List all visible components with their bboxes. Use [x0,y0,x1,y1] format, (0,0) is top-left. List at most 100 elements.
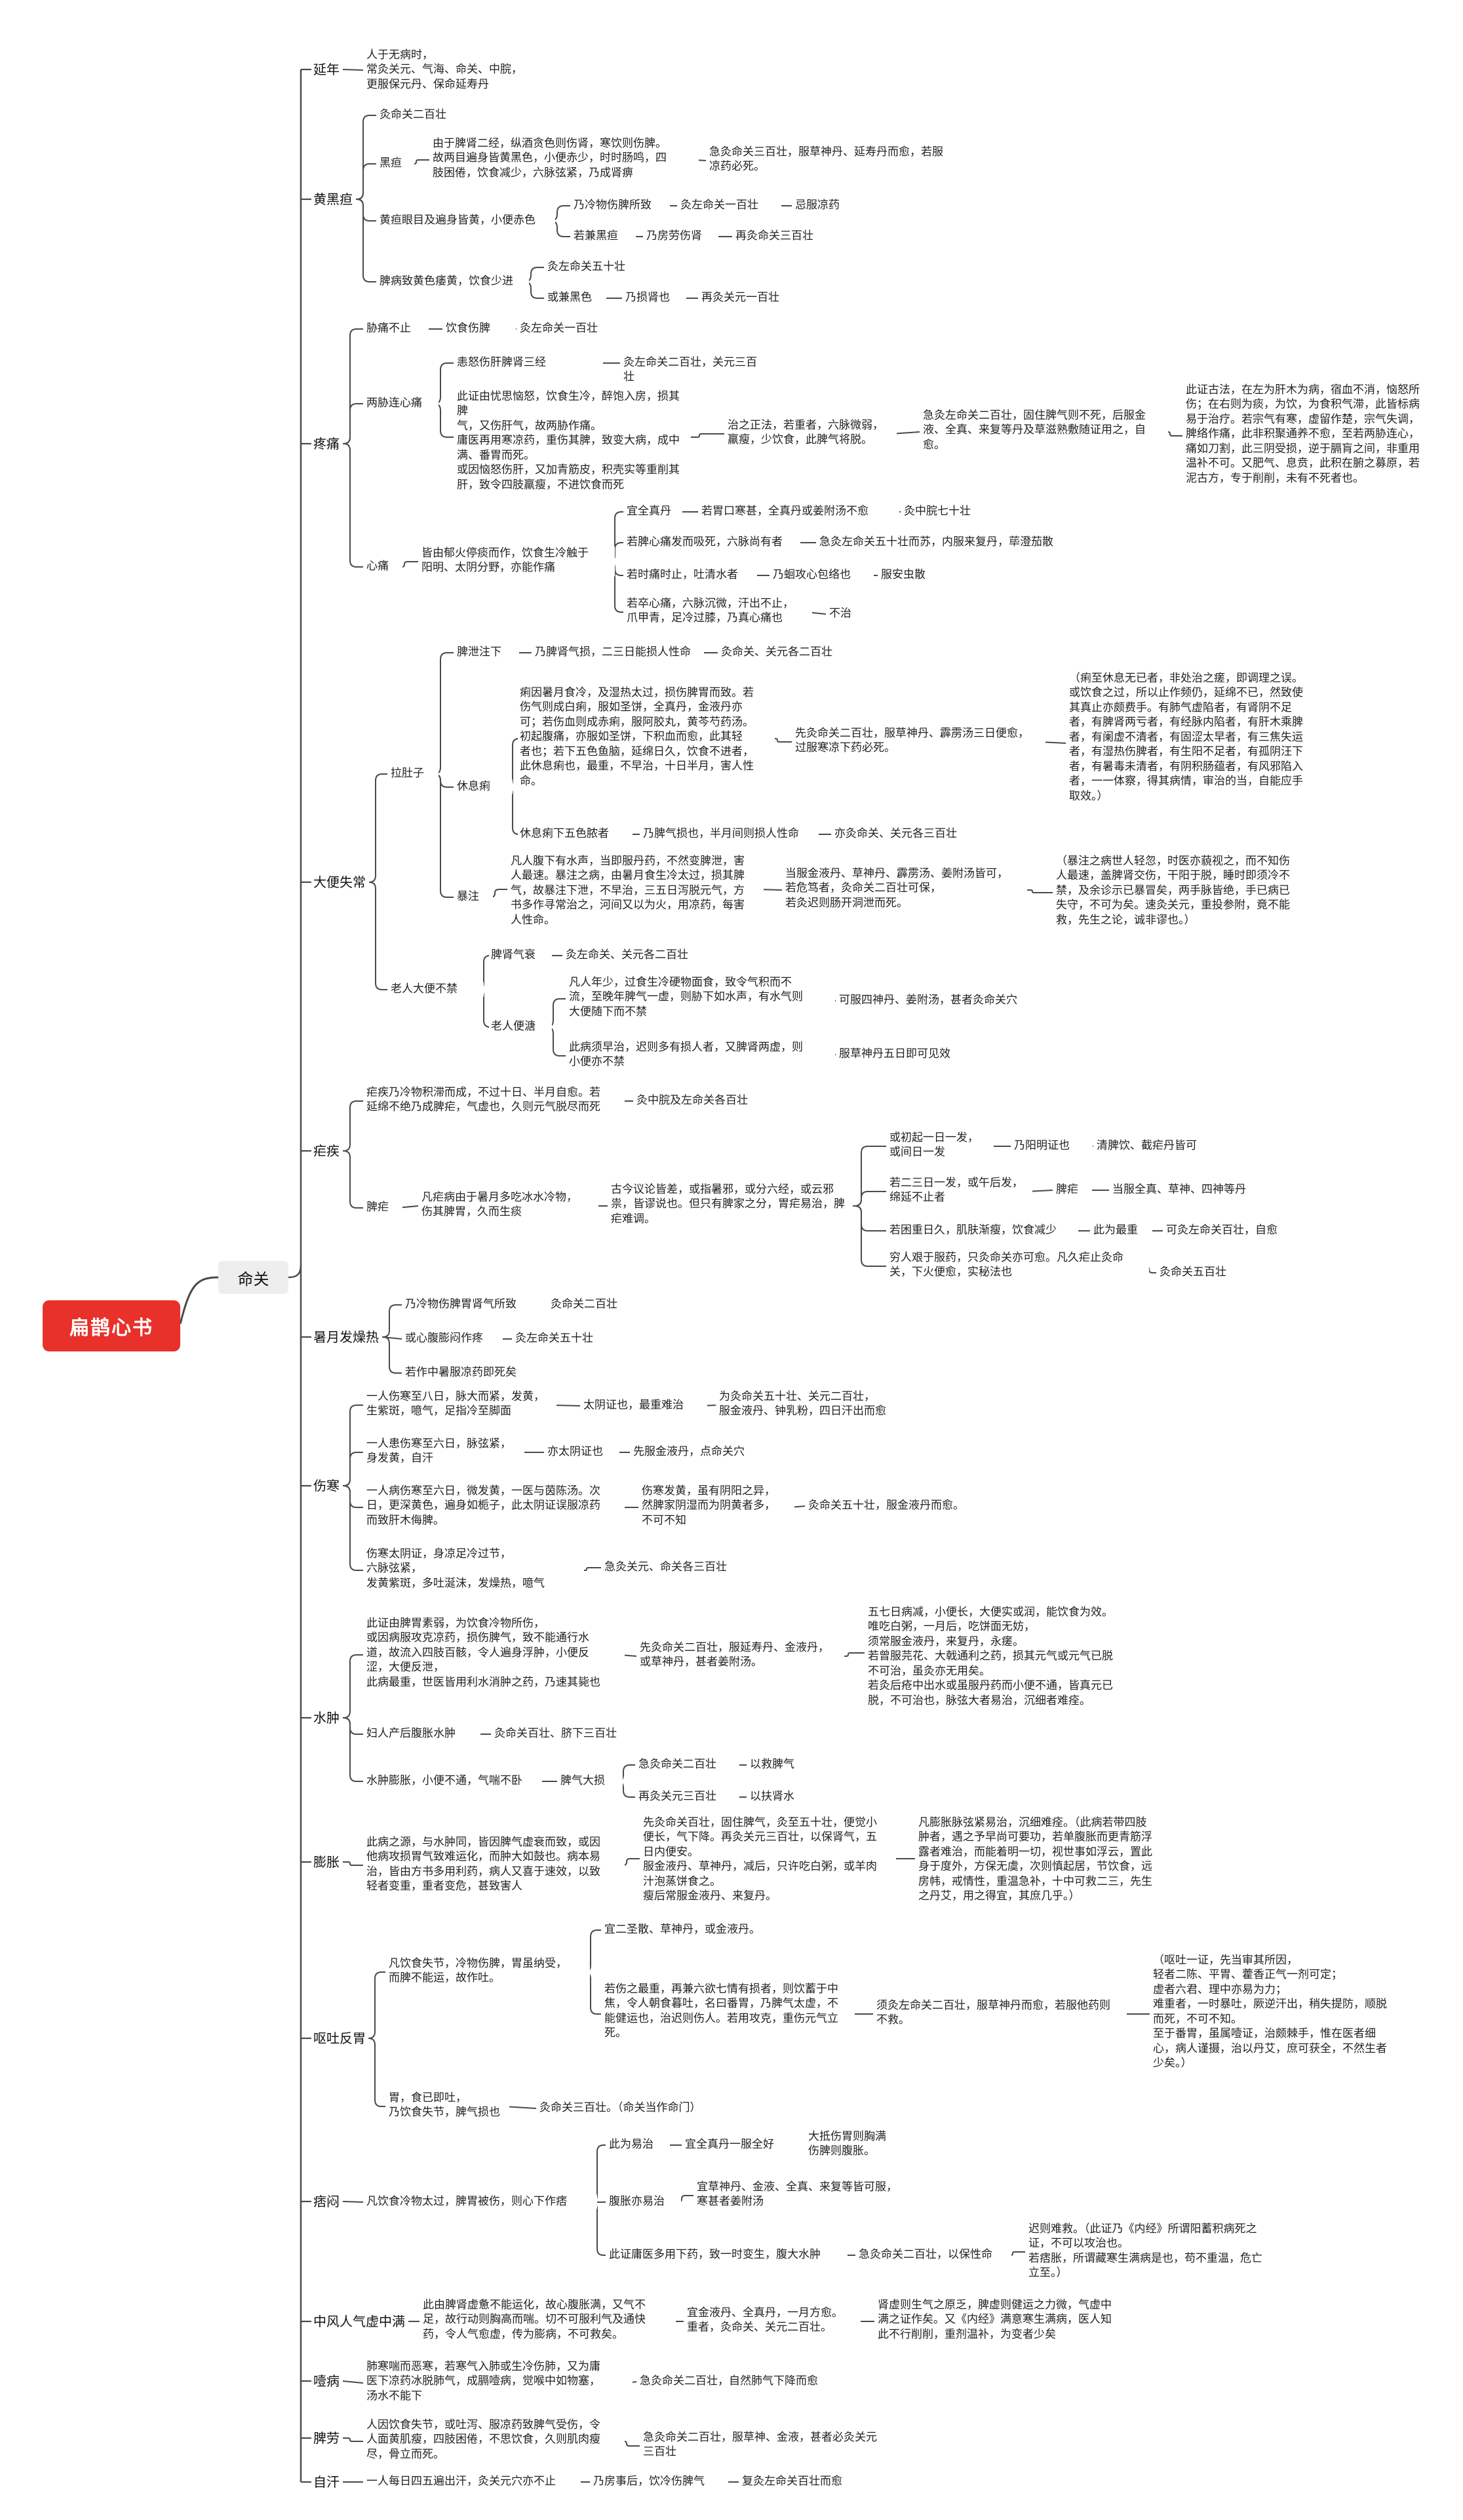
topic-node[interactable]: 若作中暑服凉药即死矣 [403,1365,529,1381]
topic-node[interactable]: 灸中脘及左命关各百壮 [634,1093,771,1109]
topic-node[interactable]: 乃脾肾气损，二三日能损人性命 [533,644,704,661]
topic-node[interactable]: 可服四神丹、姜附汤，甚者灸命关穴 [837,992,1044,1009]
category-c6[interactable]: 暑月发燥热 [311,1329,381,1345]
topic-node[interactable]: 急灸命关二百壮 [636,1756,739,1773]
topic-node[interactable]: 若二三日一发，或午后发， 绵延不止者 [888,1175,1032,1207]
topic-node[interactable]: 暴注 [455,889,493,905]
topic-node[interactable]: 由于脾肾二经，纵酒贪色则伤肾，寒饮则伤脾。 故两目遍身皆黄黑色，小便赤少，时时肠… [431,136,699,184]
topic-node[interactable]: 先灸命关二百壮，服草神丹、霹雳汤三日便愈， 过服寒凉下药必死。 [793,726,1045,758]
topic-node[interactable]: 黑疸 [378,155,414,172]
topic-node[interactable]: 再灸关元一百壮 [699,290,794,306]
topic-node[interactable]: 老人便溏 [489,1018,552,1035]
topic-node[interactable]: 此为最重 [1091,1222,1152,1239]
topic-node[interactable]: 灸命关二百壮 [549,1296,639,1313]
topic-node[interactable]: 此证古法，在左为肝木为病，宿血不消，恼怒所 伤；在右则为痰，为饮，为食积气滞，此… [1184,382,1439,489]
topic-node[interactable]: 人因饮食失节，或吐泻、服凉药致脾气受伤，令 人面黄肌瘦，四肢困倦，不思饮食，久则… [364,2417,625,2466]
topic-node[interactable]: 灸中脘七十壮 [902,503,995,520]
topic-node[interactable]: 再灸命关三百壮 [733,228,832,244]
topic-node[interactable]: 脾疟 [1054,1182,1092,1198]
topic-node[interactable]: （痢至休息无已者，非处治之瘥，即调理之误。 或饮食之过，所以止作频仍，延绵不已，… [1067,670,1329,816]
topic-node[interactable]: 乃损肾也 [623,290,686,306]
topic-node[interactable]: 清脾饮、截疟丹皆可 [1095,1138,1207,1154]
topic-node[interactable]: 灸命关二百壮 [378,107,468,123]
topic-node[interactable]: 急灸左命关二百壮，固住脾气则不死，后服金 液、全真、来复等丹及草滋熟敷随证用之，… [921,408,1168,456]
topic-node[interactable]: 脾肾气衰 [489,947,552,963]
topic-node[interactable]: 灸左命关、关元各二百壮 [564,947,707,963]
topic-node[interactable]: 皆由郁火停痰而作，饮食生冷触于 阳明、太阴分野，亦能作痛 [419,545,615,577]
main-branch-node[interactable]: 命关 [218,1261,288,1294]
topic-node[interactable]: 此证由脾胃素弱，为饮食冷物所伤， 或因病服攻克凉药，损伤脾气，致不能通行水 道，… [364,1616,625,1694]
topic-node[interactable]: 忌服凉药 [793,197,856,214]
topic-node[interactable]: 大抵伤胃则胸满 伤脾则腹胀。 [806,2129,912,2161]
topic-node[interactable]: 五七日病减，小便长，大便实或润，能饮食为效。 唯吃白粥，一月后，吃饼面无妨， 须… [866,1604,1121,1709]
topic-node[interactable]: 若困重日久，肌肤渐瘦，饮食减少 [888,1222,1078,1239]
topic-node[interactable]: 妇人产后腹胀水肿 [364,1726,480,1742]
topic-node[interactable]: 伤寒发黄，虽有阴阳之异， 然脾家阴湿而为阴黄者多， 不可不知 [640,1483,794,1532]
topic-node[interactable]: 休息痢 [455,779,513,795]
topic-node[interactable]: 急灸命关二百壮，以保性命 [857,2247,1011,2263]
topic-node[interactable]: 灸命关三百壮。（命关当作命门） [537,2100,716,2116]
category-c8[interactable]: 水肿 [311,1710,341,1726]
topic-node[interactable]: 此证由忧思恼怒，饮食生冷，醉饱入房，损其脾 气，又伤肝气，故两胁作痛。 庸医再用… [455,389,691,494]
topic-node[interactable]: 治之正法，若重者，六脉微弱， 羸瘦，少饮食，此脾气将脱。 [726,417,897,450]
topic-node[interactable]: 复灸左命关百壮而愈 [740,2473,903,2490]
topic-node[interactable]: 灸命关五百壮 [1158,1264,1248,1281]
topic-node[interactable]: （暴注之病世人轻忽，时医亦藐视之，而不知伤 人最速，盖脾肾交伤，干阳于脱，睡时即… [1054,853,1306,931]
category-c1[interactable]: 延年 [311,62,341,77]
topic-node[interactable]: 肺寒喘而恶寒，若寒气入肺或生冷伤肺，又为庸 医下凉药冰脱肺气，成膈噎病，觉喉中如… [364,2359,633,2407]
topic-node[interactable]: 可灸左命关百壮，自愈 [1164,1222,1300,1239]
topic-node[interactable]: 太阴证也，最重难治 [581,1397,707,1414]
topic-node[interactable]: 凡饮食冷物太过，脾胃被伤，则心下作痞 [364,2194,597,2210]
topic-node[interactable]: 宜金液丹、全真丹，一月方愈。 重者，灸命关、关元二百壮。 [685,2305,861,2337]
topic-node[interactable]: 若卒心痛，六脉沉微，汗出不止， 爪甲青，足冷过膝，乃真心痛也 [625,596,812,628]
topic-node[interactable]: 乃冷物伤脾胃肾气所致 [403,1296,548,1313]
topic-node[interactable]: 急灸命关二百壮，自然肺气下降而愈 [638,2373,841,2390]
topic-node[interactable]: 或兼黑色 [545,290,606,306]
topic-node[interactable]: 凡疟病由于暑月多吃冰水冷物， 伤其脾胃，久而生痰 [419,1190,598,1222]
topic-node[interactable]: 灸左命关二百壮，关元三百壮 [621,355,766,385]
topic-node[interactable]: 脾气大损 [558,1773,623,1789]
category-c7[interactable]: 伤寒 [311,1478,341,1494]
topic-node[interactable]: 先服金液丹，点命关穴 [631,1444,767,1460]
topic-node[interactable]: 一人伤寒至八日，脉大而紧，发黄， 生紫斑，噫气，足指冷至脚面 [364,1389,556,1421]
topic-node[interactable]: 若兼黑疸 [572,228,636,244]
topic-node[interactable]: 脾疟 [364,1199,402,1216]
category-c10[interactable]: 呕吐反胃 [311,2030,368,2046]
topic-node[interactable]: 乃房事后，饮冷伤脾气 [591,2473,728,2490]
topic-node[interactable]: 伤寒太阴证，身凉足冷过节， 六脉弦紧， 发黄紫斑，多吐涎沫，发燥热，噫气 [364,1546,584,1595]
topic-node[interactable]: 急灸左命关五十壮而苏，内服来复丹，荜澄茄散 [817,534,1072,551]
topic-node[interactable]: 宜二圣散、草神丹，或金液丹。 [602,1922,773,1938]
topic-node[interactable]: 乃脾气损也，半月间则损人性命 [641,826,819,842]
category-c3[interactable]: 疼痛 [311,436,341,452]
topic-node[interactable]: 宜草神丹、金液、全真、来复等皆可服， 寒甚者姜附汤 [695,2179,914,2211]
category-c9[interactable]: 膨胀 [311,1854,341,1870]
topic-node[interactable]: 痢因暑月食冷，及湿热太过，损伤脾胃而致。若 伤气则成白痢，服如圣饼，全真丹，金液… [518,685,775,792]
topic-node[interactable]: 此病之源，与水肿同，皆因脾气虚衰而致，或因 他病攻损胃气致难运化，而肿大如鼓也。… [364,1834,625,1896]
topic-node[interactable]: 不治 [827,606,865,622]
topic-node[interactable]: 乃阳明证也 [1012,1138,1093,1154]
topic-node[interactable]: 为灸命关五十壮、关元二百壮， 服金液丹、钟乳粉，四日汗出而愈 [717,1389,906,1421]
topic-node[interactable]: 拉肚子 [389,766,439,782]
topic-node[interactable]: 脾病致黄色痿黄，饮食少进 [378,273,529,290]
topic-node[interactable]: 再灸关元三百壮 [636,1789,739,1805]
topic-node[interactable]: 迟则难救。（此证乃《内经》所谓阳蓄积病死之 证，不可以攻治也。 若痞胀，所谓藏寒… [1026,2221,1279,2283]
topic-node[interactable]: 当服全真、草神、四神等丹 [1110,1182,1260,1198]
topic-node[interactable]: 腹胀亦易治 [607,2194,681,2210]
topic-node[interactable]: 穷人艰于服药，只灸命关亦可愈。凡久疟止灸命 关，下火便愈，实秘法也 [888,1250,1149,1282]
topic-node[interactable]: 心痛 [364,558,402,575]
topic-node[interactable]: 凡人腹下有水声，当即服丹药，不然变脾泄，害 人最速。暴注之病，由暑月食生冷太过，… [509,853,764,929]
topic-node[interactable]: 服安虫散 [879,567,942,583]
topic-node[interactable]: 一人患伤寒至六日，脉弦紧， 身发黄，自汗 [364,1436,524,1468]
category-c2[interactable]: 黄黑疸 [311,191,355,207]
topic-node[interactable]: 肾虚则生气之原乏，脾虚则健运之力微，气虚中 满之证作矣。又《内经》满意寒生满病，… [876,2297,1128,2346]
category-c4[interactable]: 大便失常 [311,874,368,890]
topic-node[interactable]: 乃冷物伤脾所致 [572,197,670,214]
topic-node[interactable]: 宜全真丹 [625,503,682,520]
topic-node[interactable]: 灸命关、关元各二百壮 [719,644,856,661]
topic-node[interactable]: 灸命关百壮、脐下三百壮 [492,1726,628,1742]
category-c13[interactable]: 噎病 [311,2373,341,2389]
topic-node[interactable]: 凡饮食失节，冷物伤脾，胃虽纳受， 而脾不能运，故作吐。 [387,1956,590,1988]
topic-node[interactable]: 此病须早治，迟则多有损人者，又脾肾两虚，则 小便亦不禁 [567,1039,835,1072]
topic-node[interactable]: 古今议论皆差，或指暑邪，或分六经，或云邪 祟，皆谬说也。但只有脾家之分，胃疟易治… [609,1182,853,1230]
topic-node[interactable]: 水肿膨胀，小便不通，气喘不卧 [364,1773,542,1789]
